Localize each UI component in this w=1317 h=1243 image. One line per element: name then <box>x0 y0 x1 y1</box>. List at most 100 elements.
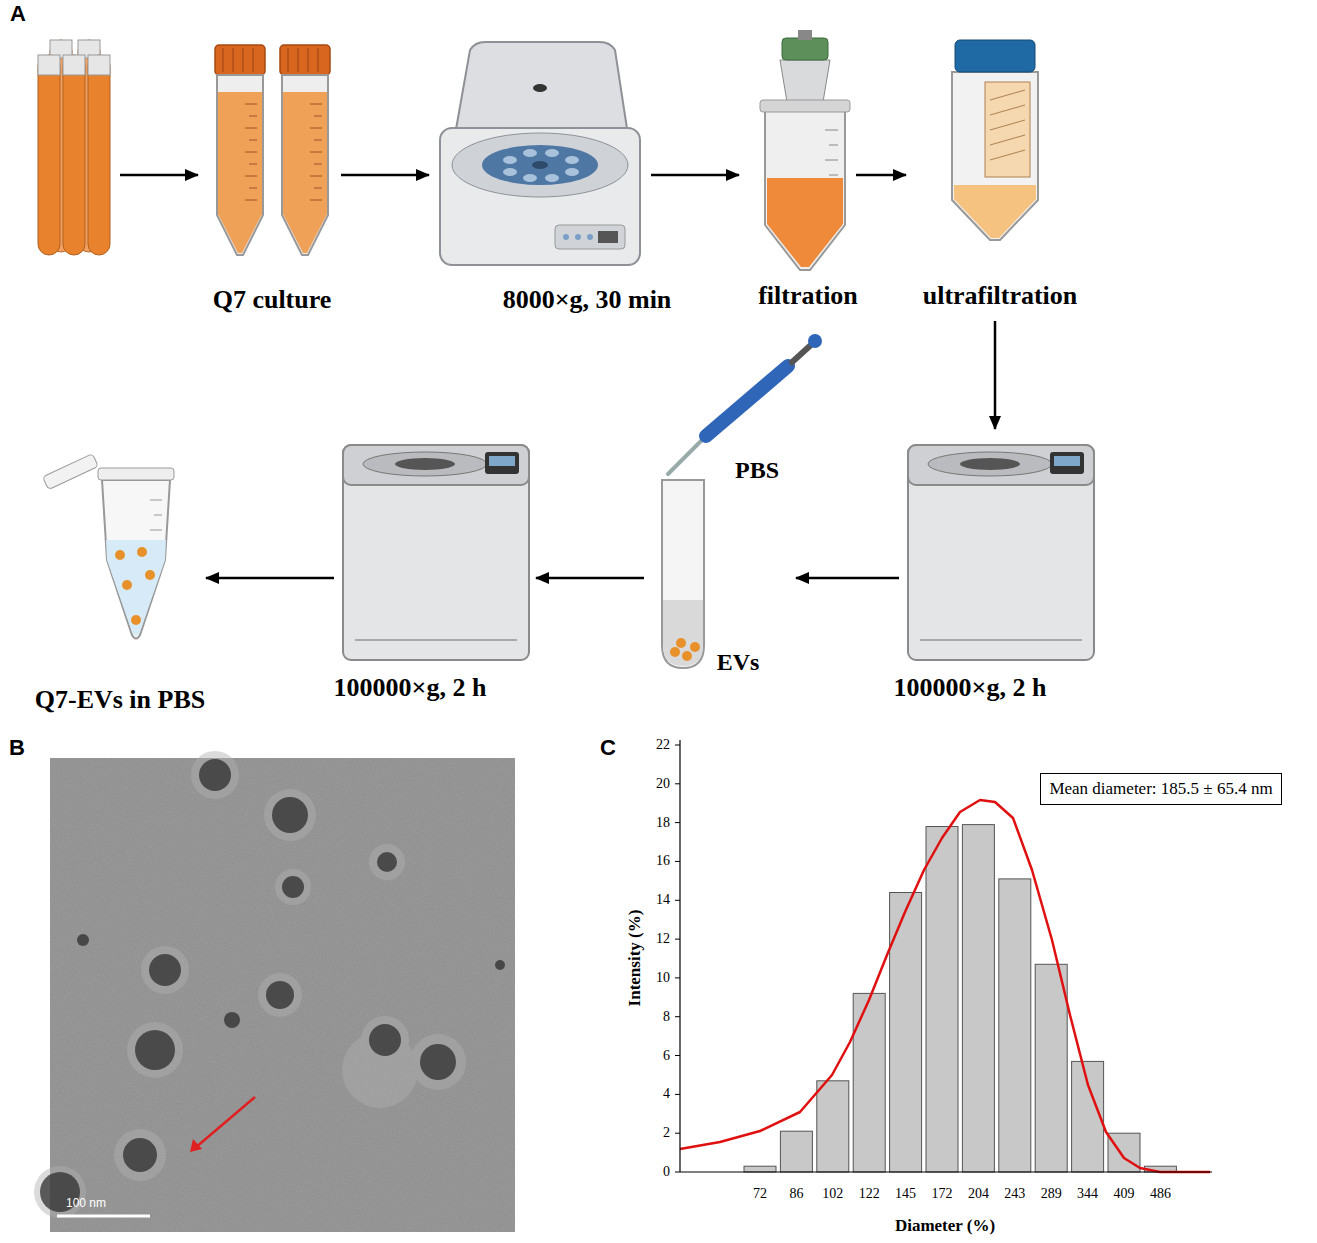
tick-label: 14 <box>656 892 670 908</box>
centrifuge-part <box>545 174 559 182</box>
tube-with-pipette-part <box>808 334 822 348</box>
flow-arrow <box>856 174 906 177</box>
tick-label: 16 <box>656 853 670 869</box>
filtration-tube-part <box>825 130 838 131</box>
node-text: 8000×g, 30 min <box>503 285 672 315</box>
tem-image-part-part <box>275 869 311 905</box>
panel-letter: B <box>9 735 25 761</box>
ultrafiltration-tube-part <box>954 185 1036 238</box>
test-tubes-part <box>88 55 110 75</box>
centrifuge-part <box>523 149 537 157</box>
eppendorf-tube <box>43 454 174 639</box>
histogram-part <box>679 740 680 1172</box>
filtration-tube <box>760 30 850 270</box>
node-text: Q7 culture <box>213 285 332 315</box>
tem-image-part-part <box>369 1024 401 1056</box>
histogram-part-part <box>999 879 1031 1172</box>
tem-image-part-part <box>224 1012 240 1028</box>
test-tubes <box>38 40 110 255</box>
eppendorf-tube-part <box>145 570 155 580</box>
ultrafiltration-tube-part <box>990 150 1025 160</box>
resuspension-step: PBS EVs <box>650 330 790 680</box>
red-arrow <box>195 1097 255 1148</box>
ultrafiltration-tube-part <box>952 72 1038 240</box>
final-product-step: Q7-EVs in PBS <box>40 445 200 645</box>
tem-image-part-part <box>199 759 231 791</box>
flow-arrow <box>341 174 429 177</box>
histogram-part-part <box>675 1055 680 1056</box>
centrifuge-part <box>575 234 581 240</box>
histogram-part-part <box>675 745 680 746</box>
flow-arrow <box>120 174 198 177</box>
histogram-part-part <box>1072 1061 1104 1172</box>
tube-with-pipette-part <box>670 647 680 657</box>
tube-with-pipette-part <box>662 480 704 668</box>
histogram-part-part <box>675 861 680 862</box>
centrifuge-part <box>452 133 628 197</box>
centrifuge-part <box>545 149 559 157</box>
tick-label: 10 <box>656 970 670 986</box>
tem-image-part-part <box>282 876 304 898</box>
ultracentrifuge-step: 100000×g, 2 h <box>905 435 1095 663</box>
tem-image-part-part <box>141 946 189 994</box>
test-tubes-part <box>63 55 85 255</box>
tem-image-part-part <box>114 1129 166 1181</box>
centrifuge-part <box>440 128 640 265</box>
tick-label: 86 <box>789 1186 803 1202</box>
flow-arrow <box>206 577 334 580</box>
centrifuge-part <box>503 168 517 176</box>
centrifuge-part <box>563 234 569 240</box>
filtration-tube-part <box>765 110 845 270</box>
node-text: PBS <box>735 457 779 484</box>
flow-arrow <box>651 174 739 177</box>
histogram-part-part <box>675 783 680 784</box>
ultrafiltration-tube-part <box>990 135 1025 145</box>
filtration-tube-part <box>767 178 843 267</box>
eppendorf-tube-part <box>122 580 132 590</box>
scale-bar <box>57 1215 150 1218</box>
tem-image-part <box>34 751 466 1218</box>
illustration-part <box>343 445 529 660</box>
mean-diameter-box: Mean diameter: 185.5 ± 65.4 nm <box>1040 773 1282 805</box>
histogram-part-part <box>962 825 994 1172</box>
centrifuge-part <box>598 231 618 243</box>
histogram-part <box>680 1171 1212 1172</box>
histogram-part <box>675 745 680 1172</box>
test-tubes-part <box>38 55 60 255</box>
tem-image-part-part <box>377 852 397 872</box>
tube-with-pipette-part <box>790 344 812 364</box>
histogram-part-part <box>675 939 680 940</box>
histogram-part-part <box>675 822 680 823</box>
panel-letter: C <box>600 735 616 761</box>
tem-image-part <box>40 759 505 1212</box>
centrifuge-part <box>503 156 517 164</box>
eppendorf-tube-part <box>137 547 147 557</box>
test-tubes-part <box>38 55 60 75</box>
tick-label: 344 <box>1077 1186 1098 1202</box>
ultrafiltration-tube-part <box>990 120 1025 130</box>
tube-with-pipette-part <box>690 642 700 652</box>
filtration-tube-part <box>829 145 838 146</box>
tick-label: 409 <box>1114 1186 1135 1202</box>
centrifuge-part <box>565 168 579 176</box>
tem-image-part-part <box>77 934 89 946</box>
tem-image-part-part <box>127 1022 183 1078</box>
filtration-tube-part <box>798 30 812 40</box>
histogram-part <box>744 825 1176 1172</box>
scale-label: 100 nm <box>66 1196 106 1210</box>
node-text: EVs <box>717 649 760 676</box>
node-text: Q7-EVs in PBS <box>35 685 206 715</box>
tick-label: 18 <box>656 815 670 831</box>
tem-image-part-part <box>191 751 239 799</box>
ultrafiltration-tube-part <box>990 90 1025 100</box>
tick-label: 289 <box>1041 1186 1062 1202</box>
tick-label: 204 <box>968 1186 989 1202</box>
histogram-part-part <box>926 827 958 1173</box>
illustration-part <box>215 45 265 255</box>
axis-title: Diameter (%) <box>895 1216 995 1236</box>
histogram-part-part <box>675 1016 680 1017</box>
test-tubes-part <box>88 55 110 255</box>
histogram-part-part <box>817 1081 849 1172</box>
